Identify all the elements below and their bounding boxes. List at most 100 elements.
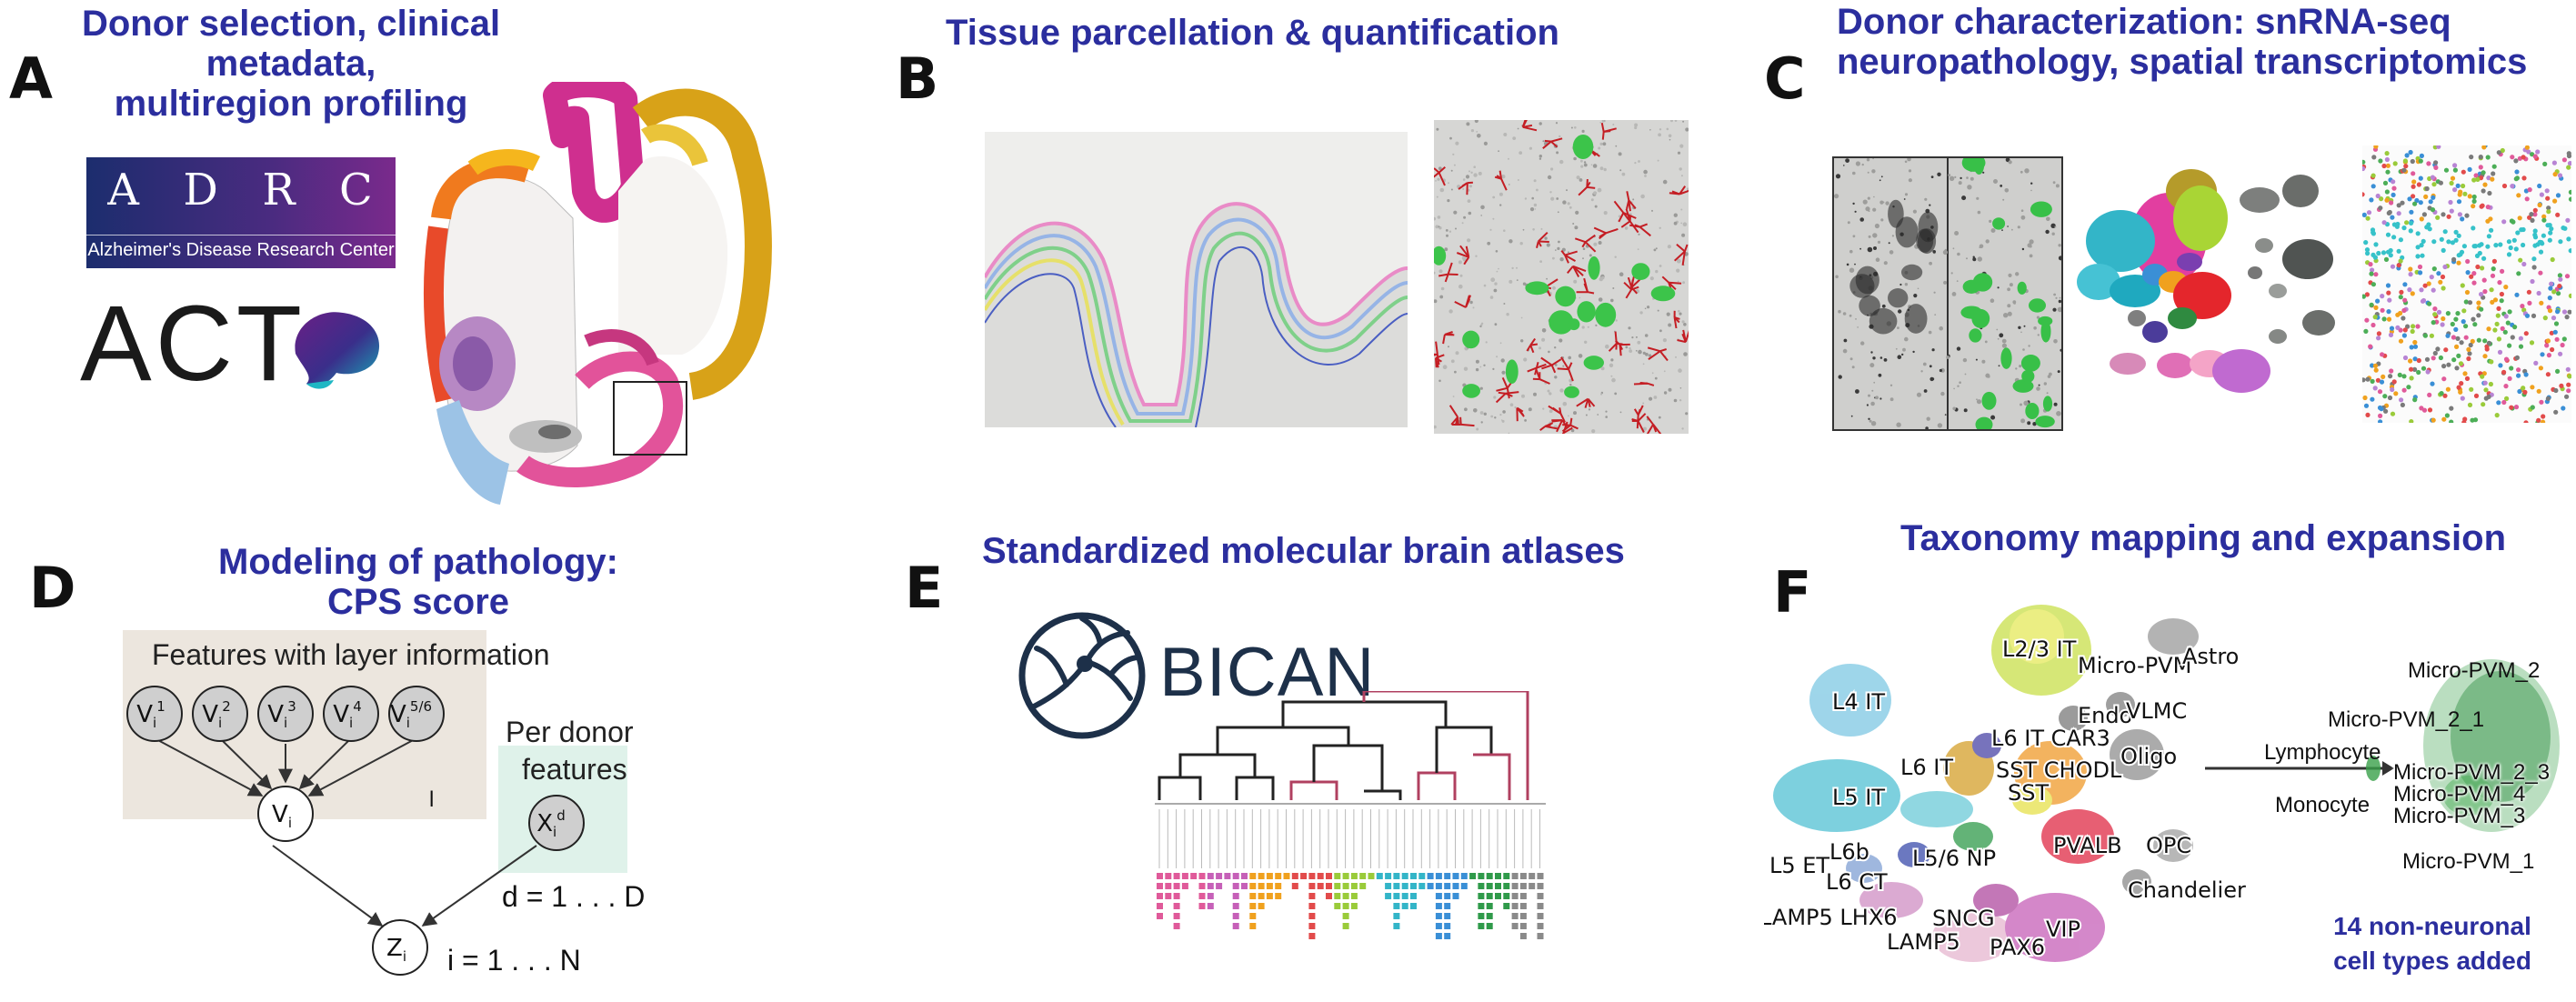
spatial-dot	[2368, 344, 2373, 349]
stain-dot	[1896, 422, 1901, 427]
stain-green-mark	[2017, 281, 2027, 295]
texture-dot	[1682, 222, 1688, 226]
stain-dot	[1868, 235, 1871, 238]
texture-dot	[1677, 280, 1679, 283]
spatial-dot	[2436, 271, 2441, 276]
texture-dot	[1644, 307, 1647, 310]
red-cell-mark	[1438, 273, 1448, 277]
texture-dot	[1529, 207, 1535, 212]
spatial-dot	[2501, 183, 2508, 189]
spatial-dot	[2547, 223, 2552, 228]
dendrogram-leaf-square	[1326, 883, 1332, 889]
texture-dot	[1568, 415, 1569, 417]
texture-dot	[1639, 311, 1643, 315]
spatial-dot	[2568, 196, 2571, 202]
red-cell-mark	[1673, 316, 1678, 329]
stain-dot	[1922, 362, 1927, 366]
sub-label-micro-pvm-1: Micro-PVM_1	[2402, 849, 2535, 874]
dendrogram-leaf-square	[1511, 903, 1519, 909]
stain-dot	[1889, 397, 1894, 402]
green-cell-mark	[1564, 386, 1579, 398]
spatial-dot	[2433, 165, 2439, 170]
spatial-dot	[2532, 212, 2538, 217]
spatial-dot	[2547, 296, 2552, 301]
red-cell-mark	[1560, 356, 1569, 370]
red-cell-mark	[1600, 123, 1605, 133]
texture-dot	[1600, 366, 1605, 371]
dendrogram-leaf-square	[1291, 883, 1298, 889]
spatial-dot	[2412, 397, 2418, 403]
spatial-dot	[2407, 196, 2412, 202]
spatial-dot	[2441, 212, 2446, 217]
red-cell-mark	[1559, 413, 1566, 423]
spatial-dot	[2369, 271, 2374, 276]
stain-dot	[1916, 392, 1922, 397]
stain-dot	[2015, 272, 2020, 276]
spatial-dot	[2435, 346, 2441, 352]
dendrogram-leaf-square	[1207, 893, 1214, 899]
spatial-dot	[2438, 180, 2443, 185]
texture-dot	[1638, 233, 1640, 235]
dendrogram-leaf-square	[1232, 913, 1239, 919]
texture-dot	[1600, 276, 1605, 280]
dendrogram-leaf-square	[1519, 873, 1527, 879]
texture-dot	[1570, 126, 1573, 129]
umap-label-sncg: SNCG	[1932, 906, 1995, 931]
spatial-dot	[2490, 299, 2495, 305]
spatial-dot	[2453, 316, 2459, 322]
spatial-dot	[2531, 313, 2537, 318]
spatial-dot	[2368, 262, 2373, 267]
umap-label-endo: Endo	[2078, 703, 2132, 728]
umap-label-sst: SST	[2008, 780, 2049, 806]
spatial-dot	[2506, 239, 2511, 245]
texture-dot	[1634, 123, 1639, 127]
spatial-dot	[2386, 290, 2391, 296]
texture-dot	[1567, 251, 1569, 254]
dendrogram-leaf-square	[1241, 873, 1248, 879]
texture-dot	[1476, 131, 1478, 133]
brain-section-diagram	[423, 82, 772, 505]
red-cell-mark	[1661, 276, 1669, 284]
dendrogram-leaf-square	[1216, 873, 1223, 879]
spatial-dot	[2441, 376, 2447, 382]
red-cell-mark	[1539, 378, 1550, 385]
red-cell-mark	[1620, 220, 1631, 228]
dendrogram-leaf-square	[1275, 873, 1282, 879]
spatial-dot	[2401, 387, 2407, 393]
spatial-dot	[2564, 315, 2570, 320]
red-cell-mark	[1630, 278, 1641, 288]
spatial-dot	[2469, 155, 2474, 160]
red-cell-mark	[1534, 367, 1538, 376]
dendrogram-leaf-square	[1529, 873, 1536, 879]
red-cell-mark	[1550, 365, 1557, 374]
red-cell-mark	[1448, 405, 1459, 418]
spatial-dot	[2492, 297, 2499, 303]
dendrogram-leaf-square	[1519, 893, 1527, 899]
texture-dot	[1581, 326, 1585, 329]
spatial-dot	[2566, 388, 2571, 394]
stain-dark-mark	[1917, 228, 1937, 255]
spatial-dot	[2510, 184, 2515, 189]
texture-dot	[1539, 122, 1542, 125]
spatial-dot	[2490, 273, 2496, 278]
texture-dot	[1533, 392, 1537, 396]
spatial-dot	[2396, 211, 2401, 216]
dendrogram-leaf-square	[1359, 873, 1367, 879]
dendrogram-leaf-square	[1342, 903, 1349, 909]
spatial-dot	[2481, 256, 2487, 261]
texture-dot	[1680, 208, 1683, 211]
spatial-dot	[2431, 182, 2437, 187]
sub-label-micro-pvm-3: Micro-PVM_3	[2393, 804, 2526, 828]
spatial-dot	[2439, 391, 2444, 396]
texture-dot	[1501, 419, 1505, 423]
spatial-dot	[2371, 282, 2376, 287]
texture-dot	[1657, 309, 1659, 312]
spatial-dot	[2378, 158, 2383, 164]
spatial-dot	[2472, 322, 2478, 327]
texture-dot	[1582, 247, 1586, 250]
texture-dot	[1492, 367, 1495, 370]
stain-dot	[2046, 216, 2050, 222]
stain-dot	[1904, 160, 1908, 164]
stain-dot	[2027, 421, 2031, 426]
spatial-dot	[2390, 215, 2395, 220]
